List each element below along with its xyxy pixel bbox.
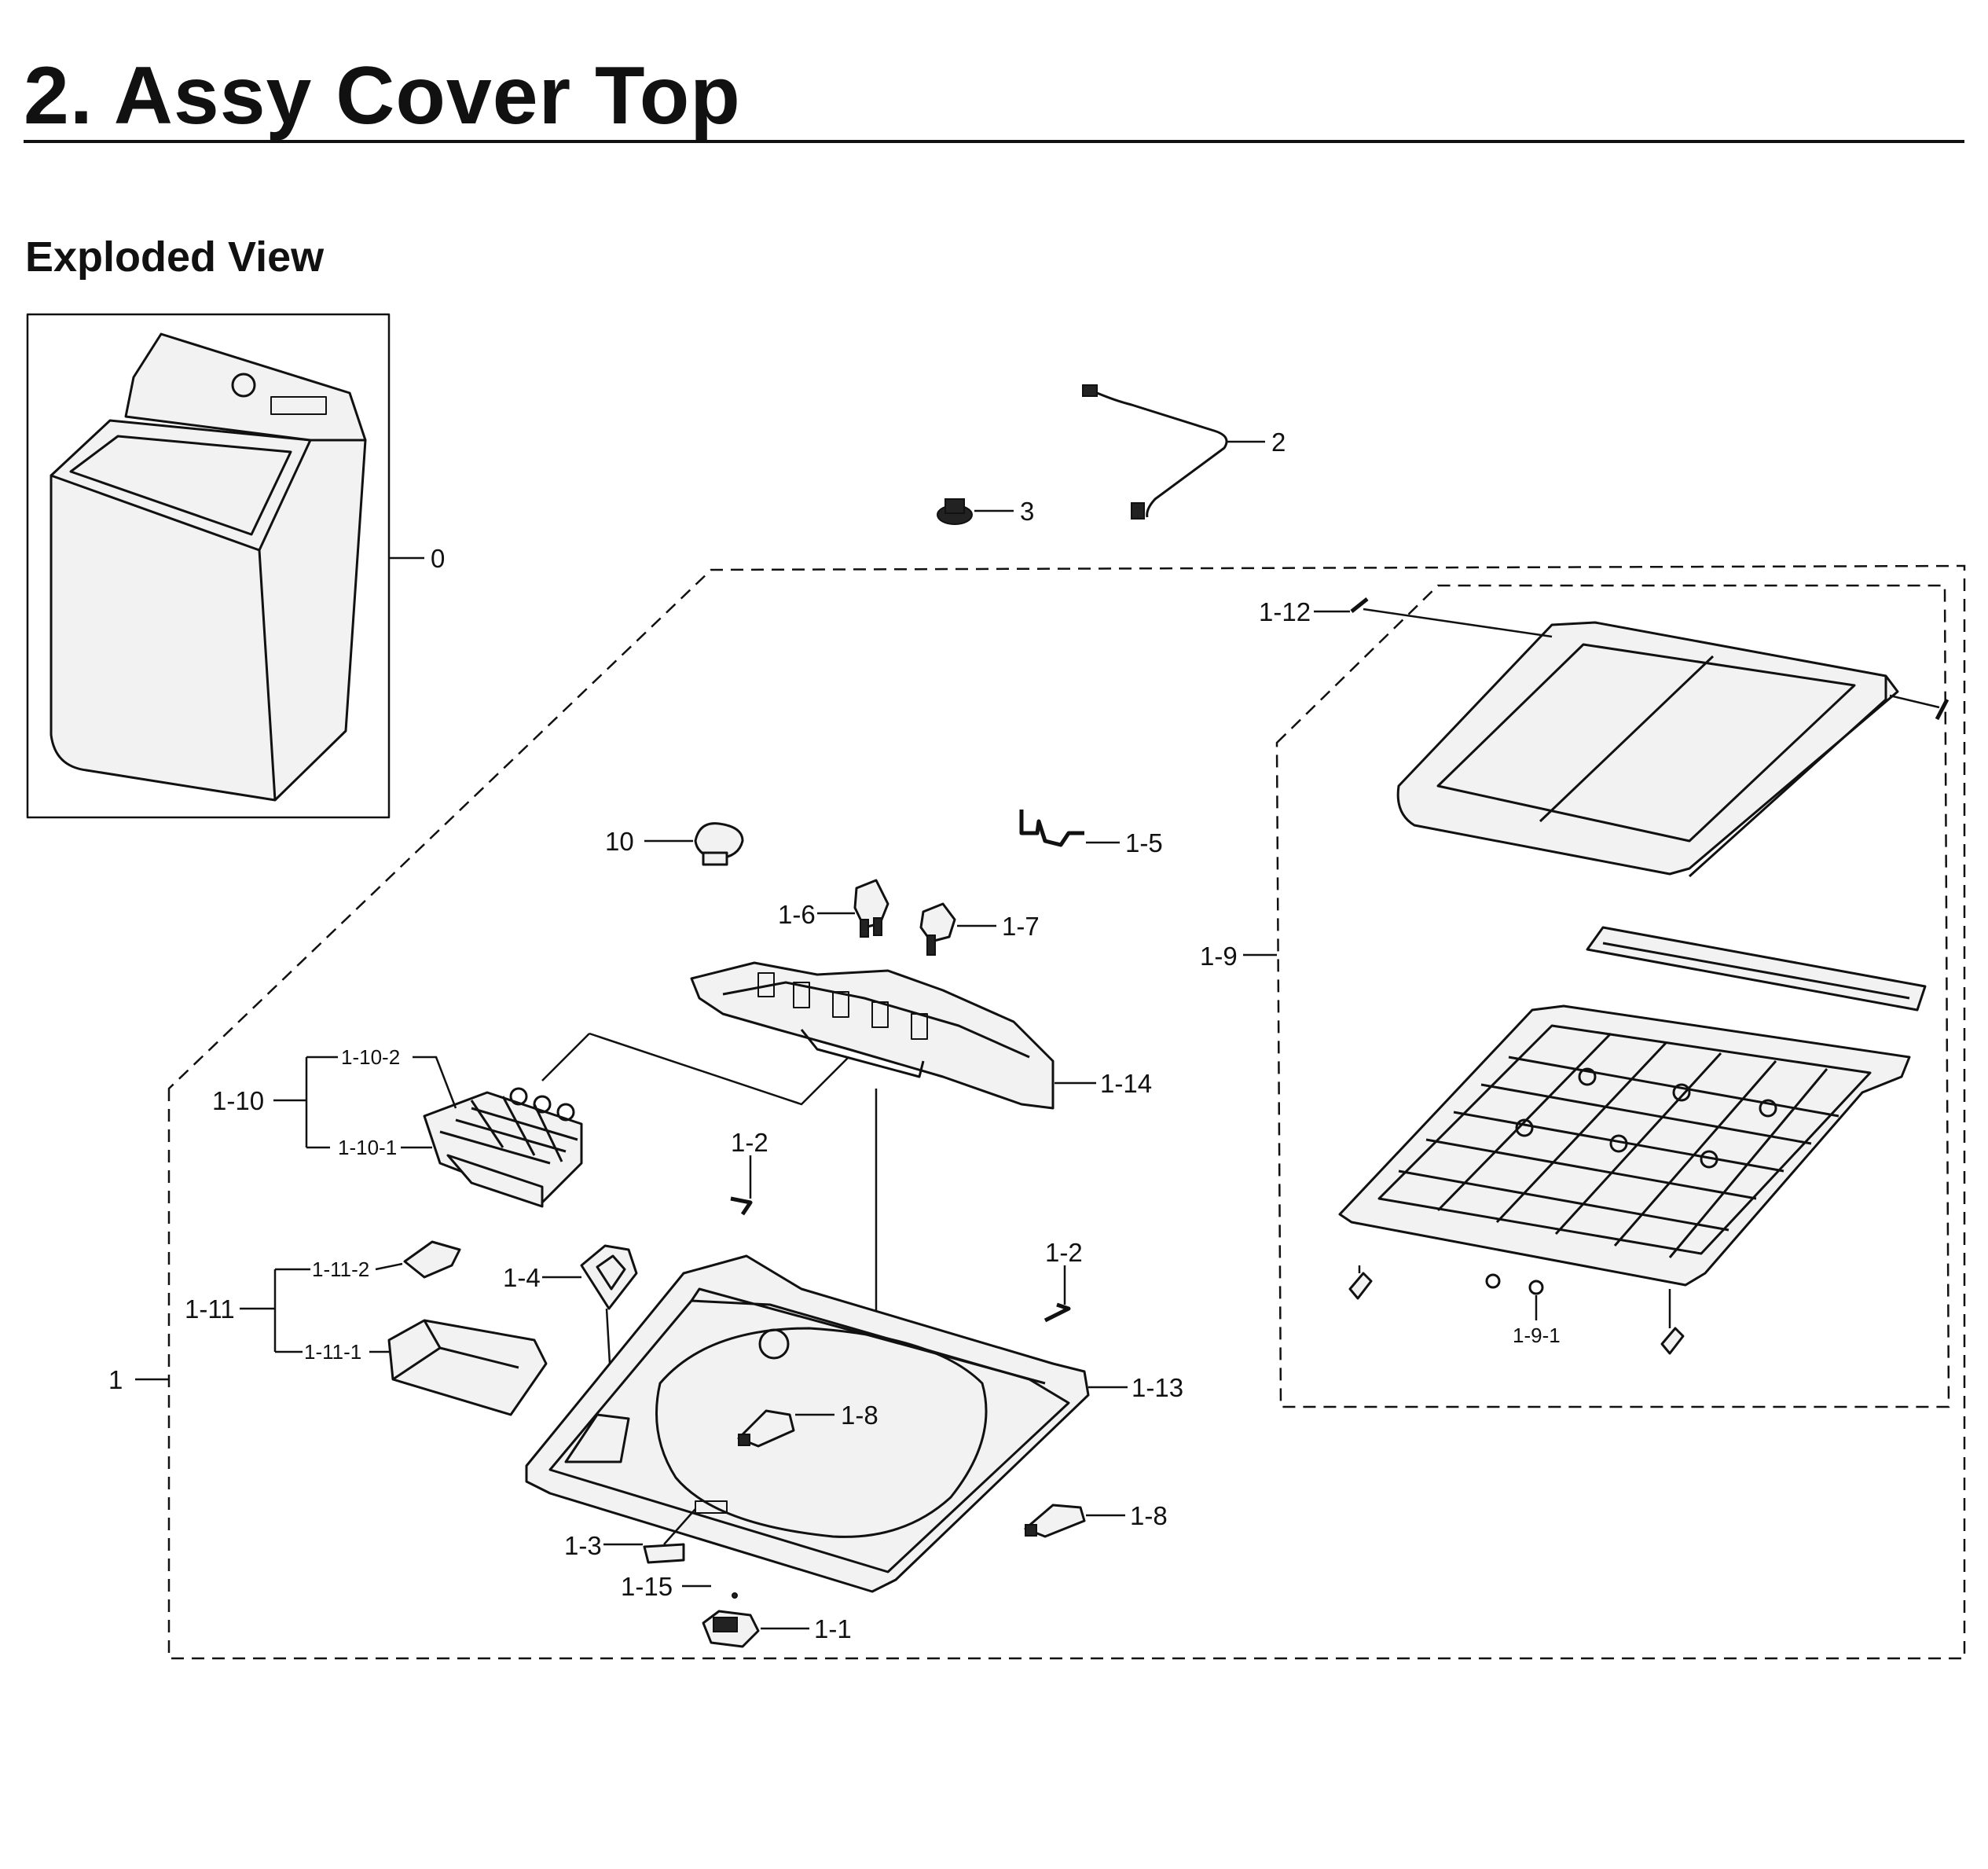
part-1-8-hinge-b: [1024, 1504, 1086, 1538]
callout-1-8-b: 1-8: [1130, 1501, 1168, 1530]
callout-1-6: 1-6: [778, 900, 816, 929]
part-1-11-1-drawer: [387, 1319, 548, 1416]
part-1-2-pin-b: [1044, 1265, 1071, 1323]
callout-1-10-1: 1-10-1: [338, 1136, 397, 1159]
callout-1-11-2: 1-11-2: [312, 1258, 369, 1281]
callout-1-10-2: 1-10-2: [341, 1045, 400, 1069]
part-1-1-lid-lock: [702, 1610, 760, 1648]
callout-1-1: 1-1: [814, 1614, 852, 1643]
part-1-12-pin-a: [1350, 597, 1369, 613]
part-1-2-pin-a: [730, 1155, 753, 1216]
part-1-6-valve: [853, 879, 889, 938]
part-1-5-bracket: [1019, 810, 1084, 847]
part-1-7-valve: [919, 902, 956, 956]
callout-1-4: 1-4: [503, 1263, 541, 1292]
part-2-wire-harness: [1082, 384, 1228, 520]
assembly-1-boundary: [167, 564, 1966, 1660]
assembly-1-9-boundary: [1275, 584, 1950, 1408]
part-1-9-glass-lid: [1396, 621, 1899, 878]
part-1-8-hinge-a: [737, 1409, 795, 1448]
callout-2: 2: [1271, 428, 1286, 457]
washer-control-panel: [124, 332, 367, 442]
callout-3: 3: [1020, 497, 1034, 526]
callout-1-9: 1-9: [1200, 942, 1238, 971]
part-1-10-dispenser: [423, 1087, 583, 1208]
callout-1-2-b: 1-2: [1045, 1238, 1083, 1267]
callout-1-13: 1-13: [1132, 1373, 1183, 1402]
callout-1-2-a: 1-2: [731, 1128, 768, 1157]
part-1-12-pin-b: [1935, 698, 1949, 721]
callout-1-10: 1-10: [212, 1086, 264, 1115]
callout-1: 1: [108, 1365, 123, 1394]
callout-1-11: 1-11: [185, 1294, 235, 1324]
washer-knob: [231, 373, 256, 398]
part-1-9-hinge-bar: [1586, 926, 1927, 1012]
callout-1-12: 1-12: [1259, 597, 1311, 626]
callout-1-14: 1-14: [1100, 1069, 1152, 1098]
part-1-13-top-cover: [525, 1254, 1090, 1593]
callout-1-11-1: 1-11-1: [304, 1340, 361, 1364]
callout-1-5: 1-5: [1125, 828, 1163, 857]
callout-10: 10: [605, 827, 634, 856]
part-1-3-latch: [643, 1543, 685, 1564]
section-subtitle: Exploded View: [25, 233, 325, 281]
part-1-9-lid-frame: [1338, 1004, 1911, 1287]
callout-0: 0: [431, 544, 445, 573]
part-1-14-frame: [690, 961, 1055, 1110]
callout-1-3: 1-3: [564, 1531, 602, 1560]
callout-1-7: 1-7: [1002, 912, 1040, 941]
part-3-knob: [937, 498, 973, 525]
part-1-4-cup: [580, 1244, 638, 1310]
callout-1-9-1: 1-9-1: [1513, 1324, 1561, 1347]
title-underline: [24, 140, 1964, 143]
callout-1-15: 1-15: [621, 1572, 673, 1601]
part-1-9-1-bumpers: [1348, 1265, 1685, 1355]
part-1-11-2-cap: [403, 1240, 461, 1279]
callout-1-8-a: 1-8: [841, 1401, 878, 1430]
part-10-clamp: [694, 822, 744, 866]
page-title: 2. Assy Cover Top: [24, 50, 741, 141]
washer-inset: [26, 313, 391, 819]
washer-body: [50, 439, 367, 802]
washer-lid-window: [69, 435, 292, 536]
